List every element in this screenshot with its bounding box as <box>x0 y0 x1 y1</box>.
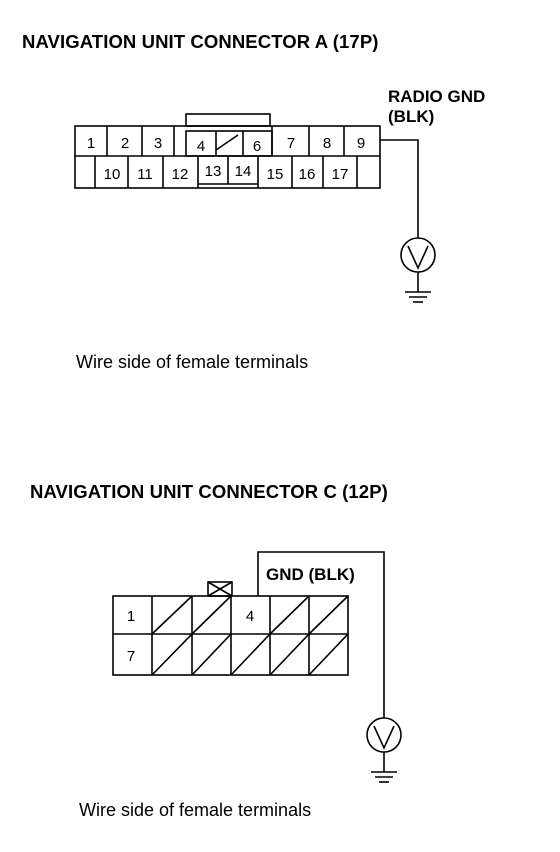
pin-13: 13 <box>205 163 222 180</box>
pin-12: 12 <box>172 166 189 183</box>
pin-4: 4 <box>197 138 205 155</box>
radio-gnd-wire <box>380 139 419 238</box>
pin-3: 3 <box>154 135 162 152</box>
ground-icon <box>405 291 431 303</box>
pin-6: 6 <box>253 138 261 155</box>
connector-c-pins: 1 4 7 <box>127 608 254 665</box>
pin-2: 2 <box>121 135 129 152</box>
pin-11: 11 <box>137 166 153 183</box>
connector-a-top-cells <box>106 126 345 157</box>
pin-15: 15 <box>267 166 284 183</box>
pin-5-blank-slash <box>215 134 239 151</box>
pin-17: 17 <box>332 166 349 183</box>
gnd-label: GND (BLK) <box>266 565 355 584</box>
pin-c-7: 7 <box>127 648 135 665</box>
voltmeter-icon <box>400 237 436 273</box>
connector-a-bottom-pins: 10 11 12 13 14 15 16 17 <box>104 163 349 183</box>
pin-16: 16 <box>299 166 316 183</box>
gnd-wire <box>257 551 385 718</box>
connector-c-caption: Wire side of female terminals <box>79 800 312 820</box>
connector-a-title: NAVIGATION UNIT CONNECTOR A (17P) <box>22 31 379 52</box>
connector-a-bottom-cells <box>94 156 358 188</box>
pin-9: 9 <box>357 135 365 152</box>
pin-c-4: 4 <box>246 608 254 625</box>
connector-a-top-pins: 1 2 3 4 6 7 8 9 <box>87 135 365 155</box>
pin-10: 10 <box>104 166 121 183</box>
pin-1: 1 <box>87 135 95 152</box>
pin-8: 8 <box>323 135 331 152</box>
pin-c-1: 1 <box>127 608 135 625</box>
radio-gnd-label: RADIO GND <box>388 87 486 106</box>
connector-a-caption: Wire side of female terminals <box>76 352 309 372</box>
connector-c-title: NAVIGATION UNIT CONNECTOR C (12P) <box>30 481 388 502</box>
radio-gnd-color-label: (BLK) <box>388 107 435 126</box>
voltmeter-icon <box>366 717 402 753</box>
pin-14: 14 <box>235 163 252 180</box>
pin-7: 7 <box>287 135 295 152</box>
connector-c-blank-slashes <box>151 595 349 676</box>
ground-icon <box>371 771 397 783</box>
